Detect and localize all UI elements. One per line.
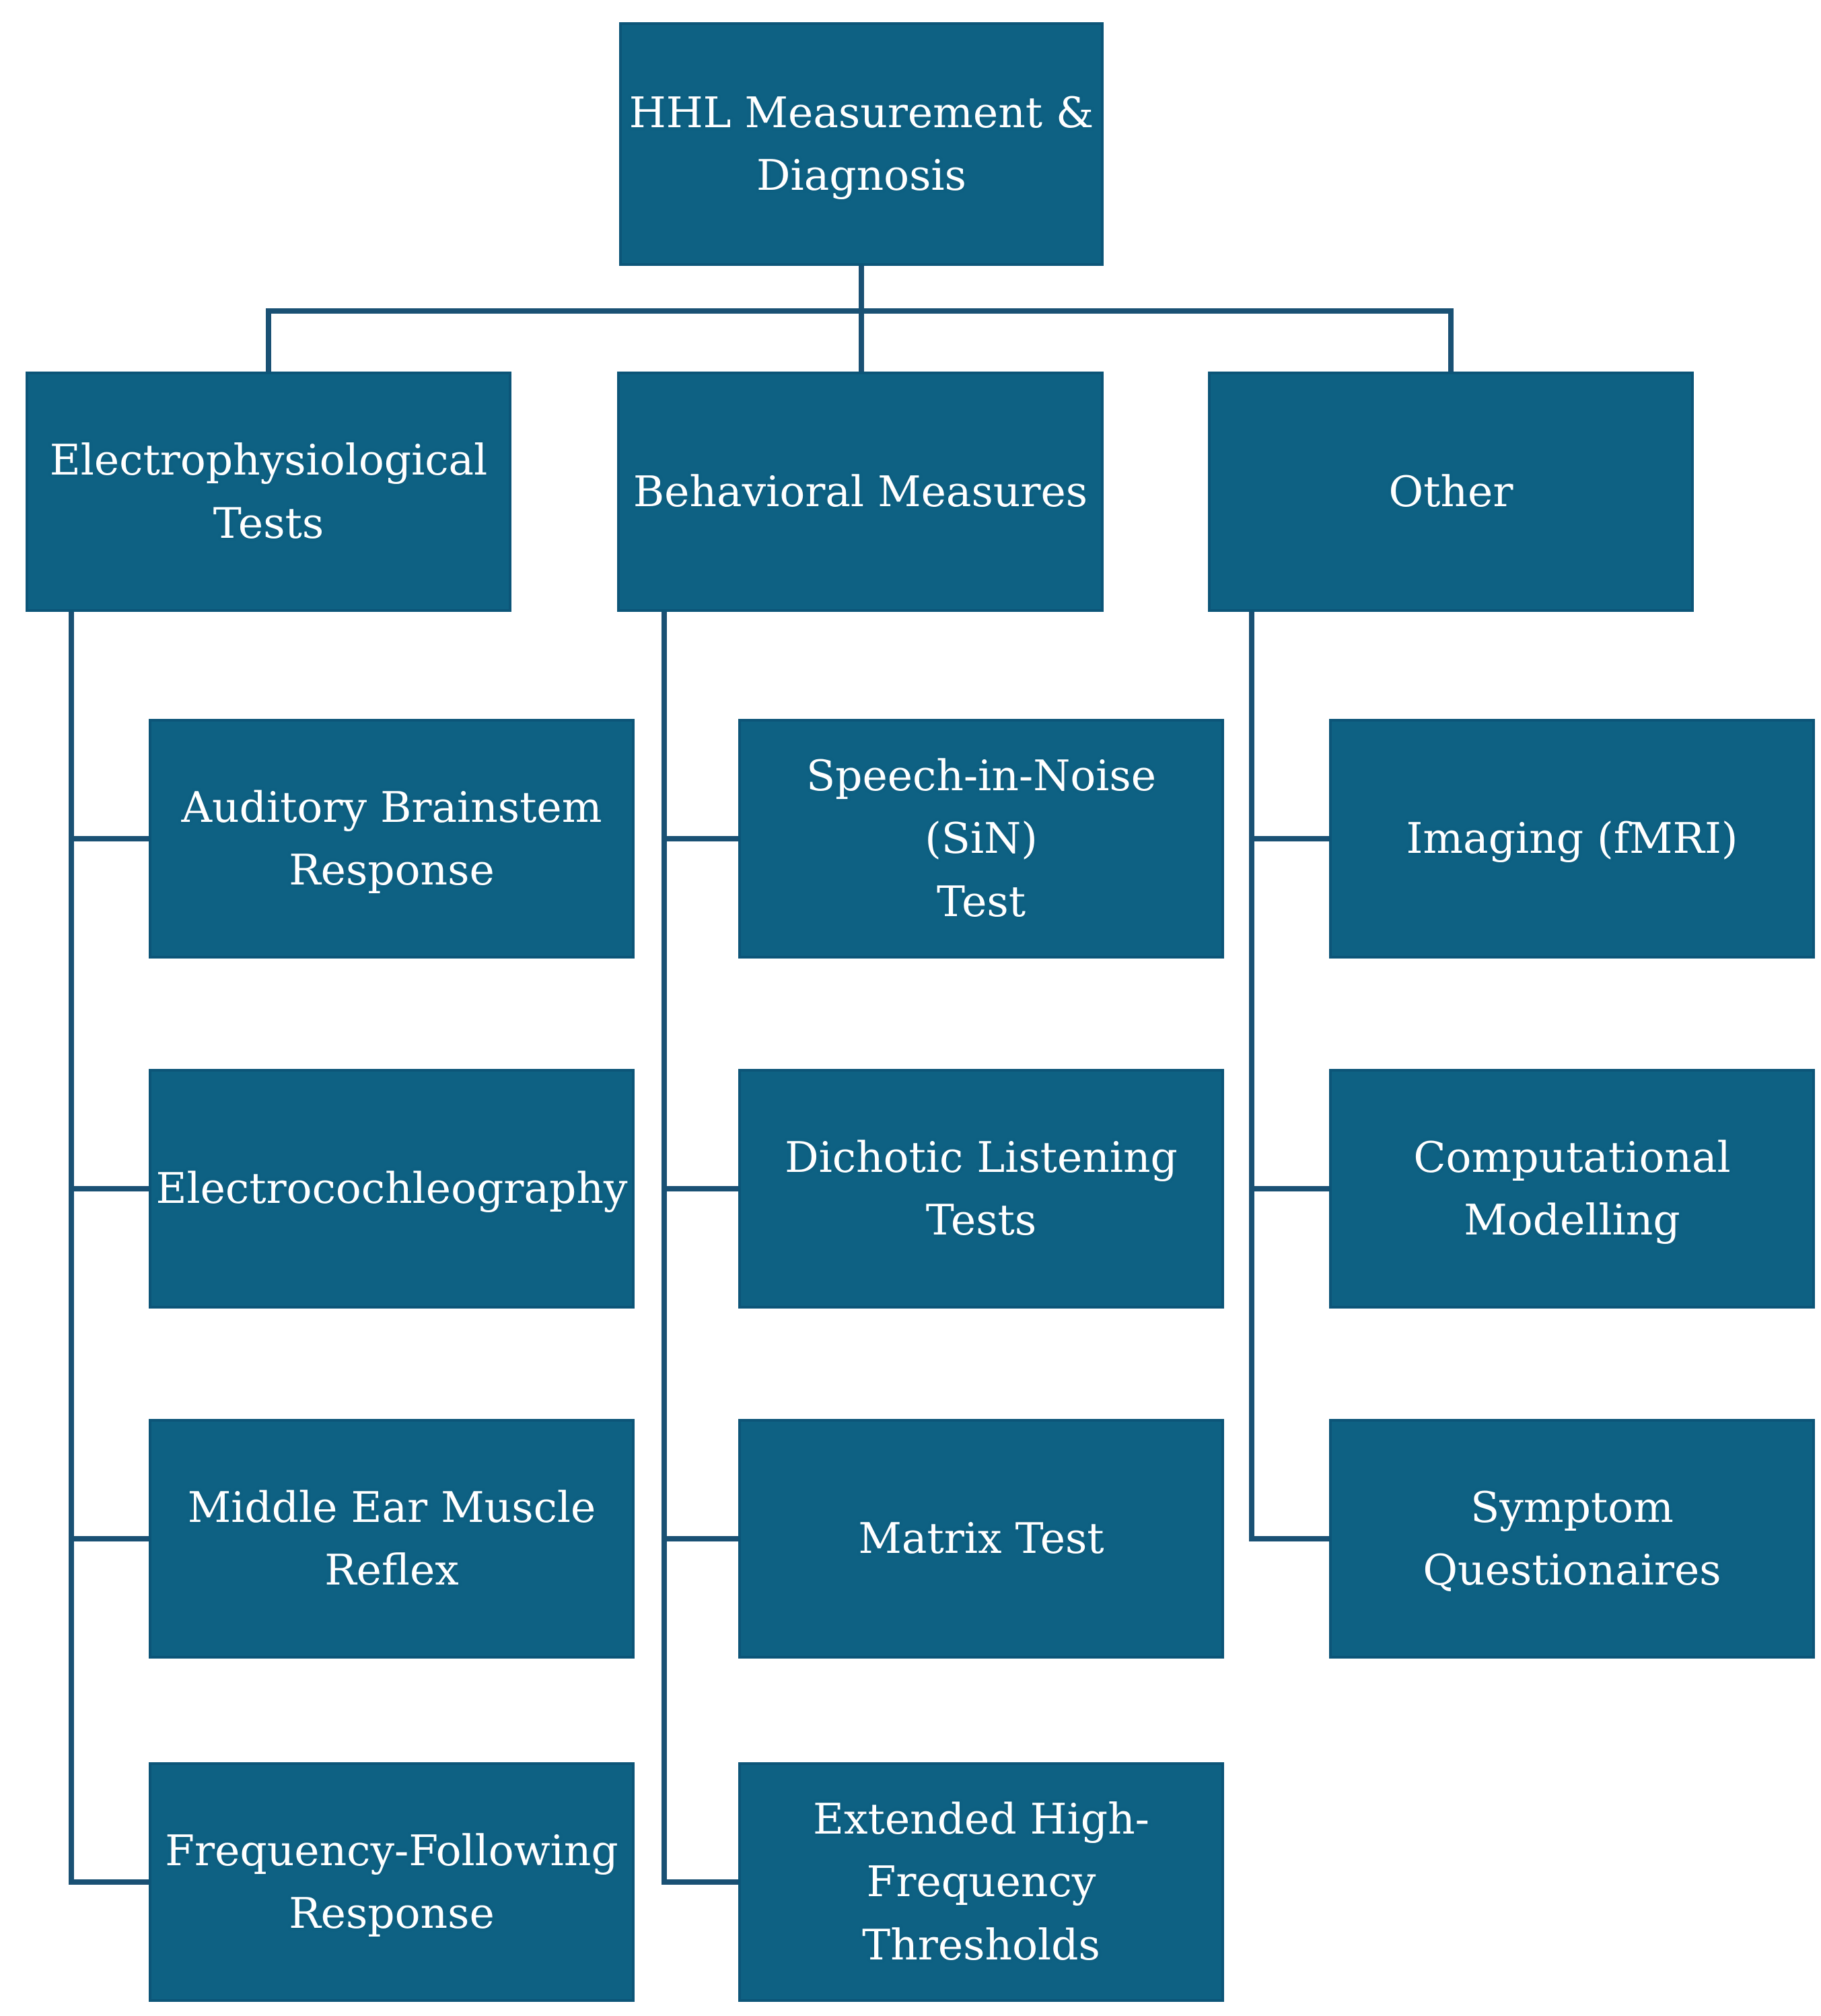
node-symptom-questionaires: Symptom Questionaires bbox=[1329, 1419, 1815, 1659]
child-label: Extended High- Frequency Thresholds bbox=[813, 1795, 1149, 1970]
connector-right-drop bbox=[1448, 308, 1454, 374]
node-matrix-test: Matrix Test bbox=[738, 1419, 1224, 1659]
category-label: Behavioral Measures bbox=[633, 466, 1088, 516]
connector-middle-stub-2 bbox=[662, 1186, 741, 1191]
connector-horizontal-bar bbox=[266, 308, 1454, 314]
connector-root-drop bbox=[859, 266, 864, 374]
connector-right-stub-2 bbox=[1249, 1186, 1332, 1191]
connector-middle-spine bbox=[662, 610, 667, 1885]
node-speech-in-noise-test: Speech-in-Noise (SiN) Test bbox=[738, 719, 1224, 959]
child-label: Auditory Brainstem Response bbox=[181, 782, 602, 895]
node-auditory-brainstem-response: Auditory Brainstem Response bbox=[149, 719, 635, 959]
node-electrocochleography: Electrocochleography bbox=[149, 1069, 635, 1309]
category-label: Electrophysiological Tests bbox=[49, 436, 488, 548]
child-label: Middle Ear Muscle Reflex bbox=[187, 1482, 596, 1595]
node-category-other: Other bbox=[1208, 372, 1694, 612]
node-middle-ear-muscle-reflex: Middle Ear Muscle Reflex bbox=[149, 1419, 635, 1659]
child-label: Frequency-Following Response bbox=[165, 1826, 618, 1938]
child-label: Symptom Questionaires bbox=[1423, 1482, 1721, 1595]
node-dichotic-listening-tests: Dichotic Listening Tests bbox=[738, 1069, 1224, 1309]
category-label: Other bbox=[1388, 466, 1513, 516]
connector-right-stub-3 bbox=[1249, 1536, 1332, 1541]
node-frequency-following-response: Frequency-Following Response bbox=[149, 1762, 635, 2002]
child-label: Imaging (fMRI) bbox=[1406, 814, 1738, 864]
connector-right-stub-1 bbox=[1249, 836, 1332, 841]
connector-left-stub-1 bbox=[69, 836, 151, 841]
connector-left-stub-2 bbox=[69, 1186, 151, 1191]
connector-right-spine bbox=[1249, 610, 1254, 1541]
child-label: Electrocochleography bbox=[155, 1164, 628, 1214]
connector-middle-stub-4 bbox=[662, 1879, 741, 1885]
child-label: Computational Modelling bbox=[1413, 1132, 1731, 1245]
node-extended-high-frequency-thresholds: Extended High- Frequency Thresholds bbox=[738, 1762, 1224, 2002]
connector-left-drop bbox=[266, 308, 271, 374]
node-root-label: HHL Measurement & Diagnosis bbox=[629, 88, 1094, 200]
node-category-electrophysiological-tests: Electrophysiological Tests bbox=[26, 372, 511, 612]
connector-left-stub-4 bbox=[69, 1879, 151, 1885]
node-category-behavioral-measures: Behavioral Measures bbox=[617, 372, 1104, 612]
node-computational-modelling: Computational Modelling bbox=[1329, 1069, 1815, 1309]
connector-left-stub-3 bbox=[69, 1536, 151, 1541]
child-label: Dichotic Listening Tests bbox=[785, 1132, 1178, 1245]
child-label: Matrix Test bbox=[858, 1514, 1104, 1564]
connector-left-spine bbox=[69, 610, 74, 1885]
connector-middle-stub-3 bbox=[662, 1536, 741, 1541]
node-imaging-fmri: Imaging (fMRI) bbox=[1329, 719, 1815, 959]
node-root: HHL Measurement & Diagnosis bbox=[619, 22, 1104, 266]
connector-middle-stub-1 bbox=[662, 836, 741, 841]
child-label: Speech-in-Noise (SiN) Test bbox=[806, 751, 1157, 926]
